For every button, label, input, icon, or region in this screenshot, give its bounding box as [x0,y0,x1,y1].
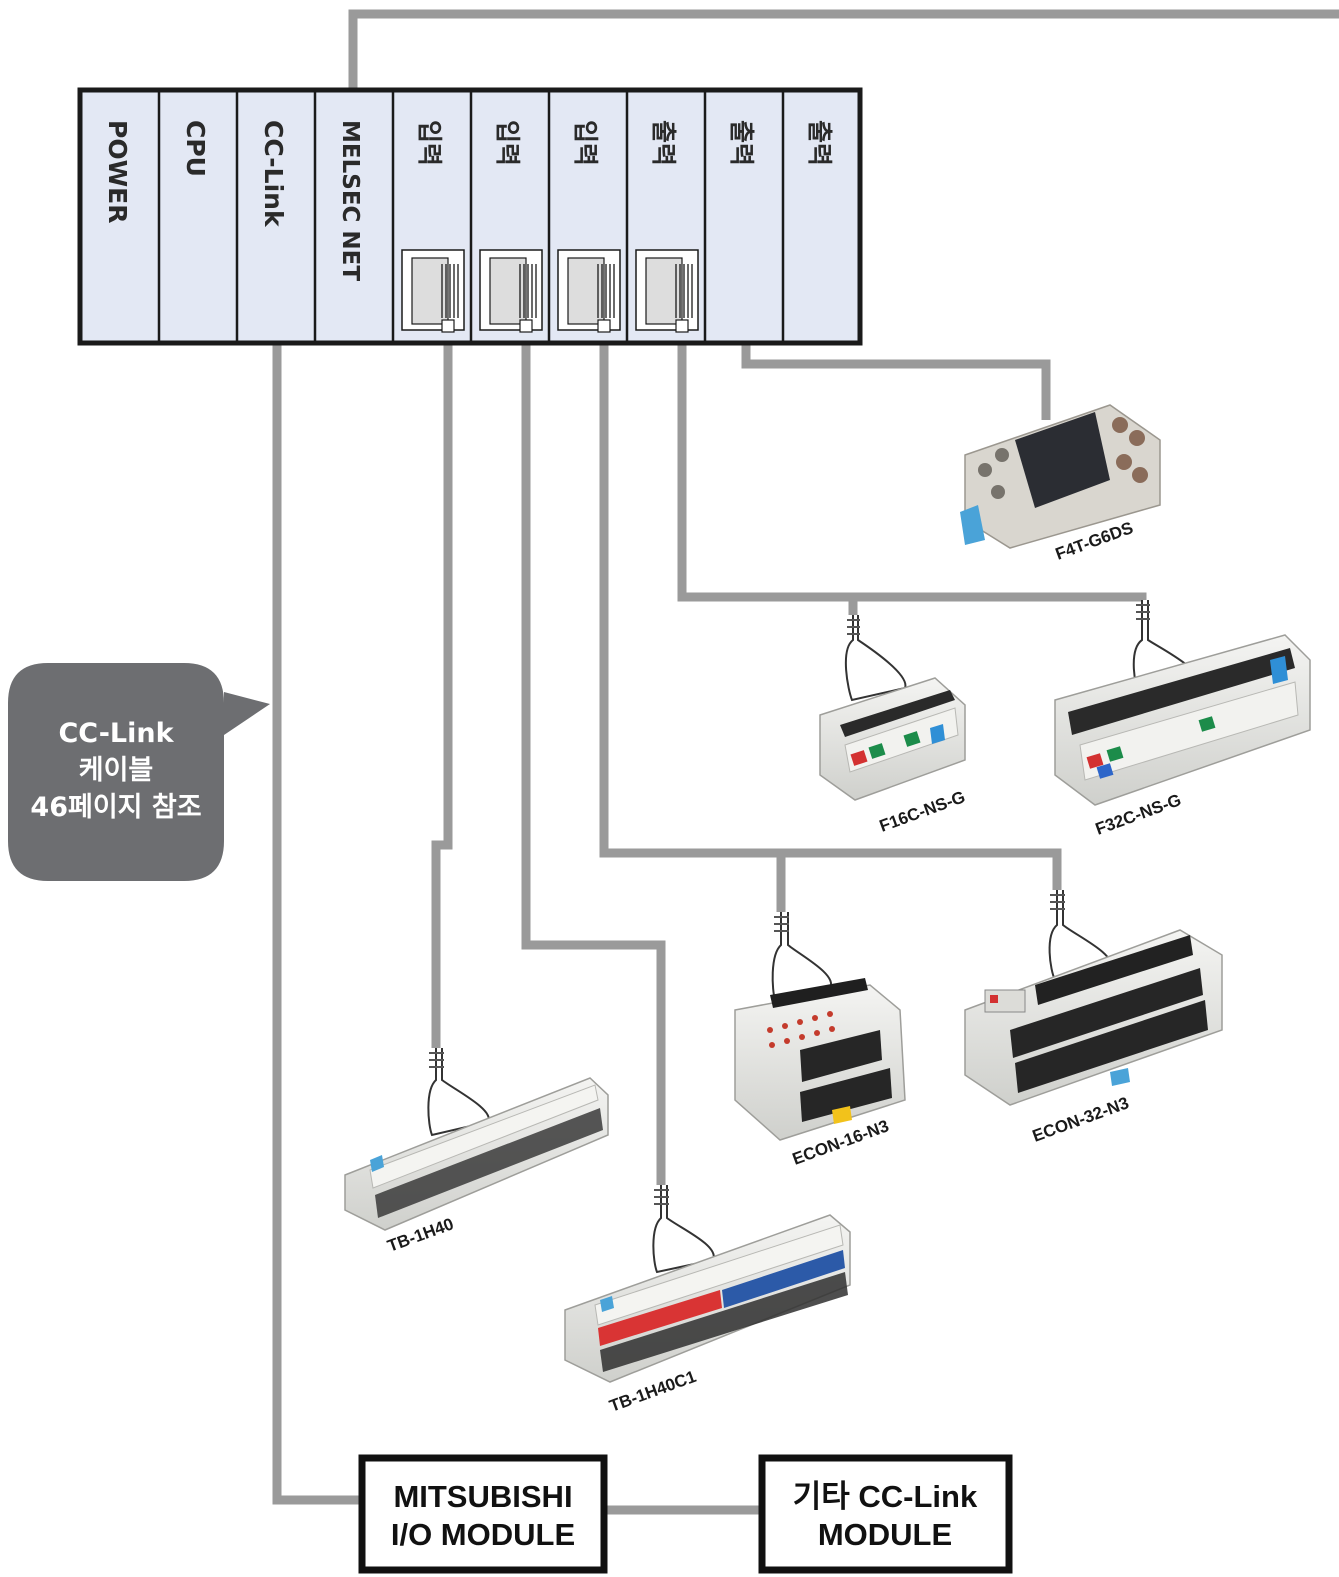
cc-link-cable [272,343,362,1505]
plc-rack: POWER CPU CC-Link MELSEC NET 입력 입력 입력 출력… [77,87,863,346]
slot-input-1: 입력 [415,120,444,166]
melsecnet-cable [348,9,1339,90]
other-module-line-1: 기타 CC-Link [793,1479,978,1514]
mitsubishi-io-module-box: MITSUBISHI I/O MODULE [358,1454,608,1574]
f32c-ns-g-image [1054,600,1311,806]
tb-1h40-image [344,1048,609,1231]
slot-power: POWER [103,120,132,223]
product-tb-1h40: TB-1H40 [344,1048,609,1256]
product-econ-16-n3: ECON-16-N3 [734,912,906,1169]
f16c-ns-g-label: F16C-NS-G [877,787,968,836]
econ-16-n3-image [734,912,906,1141]
slot-connector-output-1 [635,249,699,333]
slot-connector-input-2 [479,249,543,333]
slot-connector-input-3 [557,249,621,333]
other-module-line-2: MODULE [818,1517,952,1552]
product-f4t-g6ds: F4T-G6DS [960,404,1161,564]
f4t-g6ds-image [960,404,1161,549]
slot-cpu: CPU [181,120,210,177]
input2-cable [521,330,666,1185]
slot-output-2: 출력 [727,120,756,166]
product-econ-32-n3: ECON-32-N3 [964,890,1223,1146]
product-tb-1h40c1: TB-1H40C1 [564,1185,851,1416]
other-cc-link-module-box: 기타 CC-Link MODULE [758,1454,1013,1574]
slot-input-2: 입력 [493,120,522,166]
slot-input-3: 입력 [571,120,600,166]
callout-bubble [8,663,270,881]
callout-line-2: 케이블 [79,755,154,786]
mitsubishi-line-1: MITSUBISHI [393,1479,572,1514]
slot-output-1: 출력 [649,120,678,166]
slot-melsec-net: MELSEC NET [337,120,363,281]
tb-1h40c1-image [564,1185,851,1383]
callout-line-3: 46페이지 참조 [30,792,201,823]
output1-cable [677,330,1147,602]
input3-cable [599,330,1062,890]
cc-link-cable-callout: CC-Link 케이블 46페이지 참조 [8,663,270,881]
econ-32-n3-label: ECON-32-N3 [1030,1093,1131,1145]
callout-line-1: CC-Link [58,718,174,749]
output2-cable [741,343,1051,420]
mitsubishi-line-2: I/O MODULE [391,1517,575,1552]
slot-cc-link: CC-Link [259,120,288,228]
input1-cable [431,330,453,1048]
slot-connector-input-1 [401,249,465,333]
f16c-ns-g-image [819,615,966,801]
slot-output-3: 출력 [805,120,834,166]
econ-32-n3-image [964,890,1223,1106]
product-f32c-ns-g: F32C-NS-G [1054,600,1311,839]
cables [272,9,1339,1515]
product-f16c-ns-g: F16C-NS-G [819,615,968,836]
